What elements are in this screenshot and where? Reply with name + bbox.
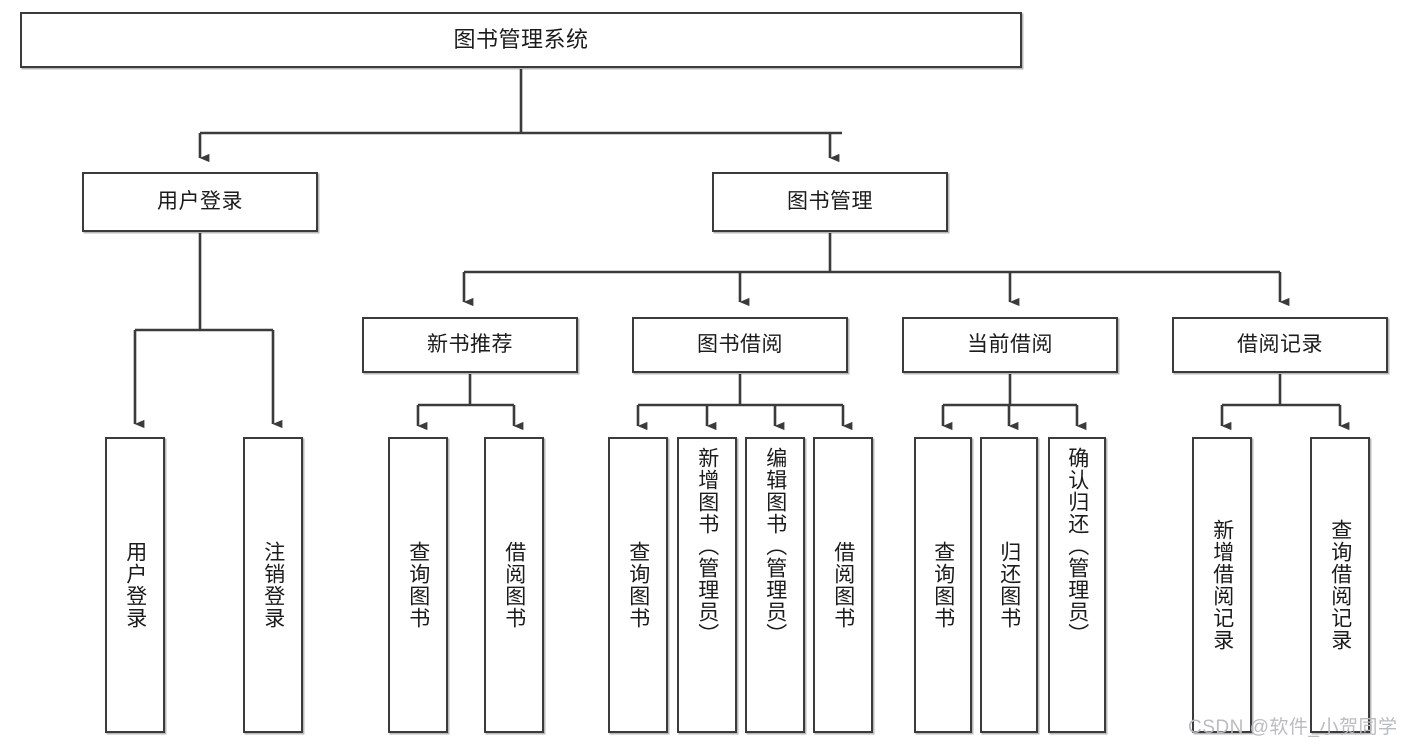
node-label: 用户登录 [157, 190, 243, 214]
leaf-add-borrow-record[interactable]: 新增借阅记录 [1192, 437, 1252, 733]
node-user-login[interactable]: 用户登录 [82, 172, 318, 232]
node-label: 编辑图书（管理员） [763, 447, 787, 645]
node-label: 借阅记录 [1237, 333, 1323, 357]
leaf-user-login[interactable]: 用户登录 [105, 437, 165, 733]
node-label: 注销登录 [261, 541, 285, 629]
node-label: 图书借阅 [697, 333, 783, 357]
node-new-book-recommend[interactable]: 新书推荐 [362, 317, 578, 373]
leaf-edit-book-admin[interactable]: 编辑图书（管理员） [745, 437, 805, 733]
node-label: 图书管理系统 [453, 26, 589, 52]
node-label: 新书推荐 [427, 333, 513, 357]
node-label: 查询借阅记录 [1328, 519, 1352, 651]
node-label: 查询图书 [626, 541, 650, 629]
node-current-borrow[interactable]: 当前借阅 [902, 317, 1118, 373]
node-label: 查询图书 [406, 541, 430, 629]
node-label: 确认归还（管理员） [1065, 447, 1089, 645]
node-label: 新增借阅记录 [1210, 519, 1234, 651]
leaf-add-book-admin[interactable]: 新增图书（管理员） [677, 437, 737, 733]
node-borrow-record[interactable]: 借阅记录 [1172, 317, 1388, 373]
leaf-confirm-return-admin[interactable]: 确认归还（管理员） [1048, 437, 1106, 733]
node-label: 借阅图书 [831, 541, 855, 629]
node-book-borrow[interactable]: 图书借阅 [632, 317, 848, 373]
node-label: 新增图书（管理员） [695, 447, 719, 645]
leaf-logout[interactable]: 注销登录 [243, 437, 303, 733]
leaf-query-book-recommend[interactable]: 查询图书 [388, 437, 448, 733]
node-book-management[interactable]: 图书管理 [712, 172, 948, 232]
leaf-borrow-book[interactable]: 借阅图书 [813, 437, 873, 733]
csdn-watermark: CSDN @软件_小贺同学 [1188, 717, 1398, 738]
node-label: 归还图书 [997, 541, 1021, 629]
leaf-query-book-borrow[interactable]: 查询图书 [608, 437, 668, 733]
leaf-borrow-book-recommend[interactable]: 借阅图书 [484, 437, 544, 733]
node-label: 用户登录 [123, 541, 147, 629]
node-label: 查询图书 [931, 541, 955, 629]
node-label: 图书管理 [787, 190, 873, 214]
node-root-book-management-system[interactable]: 图书管理系统 [20, 12, 1022, 68]
leaf-query-borrow-record[interactable]: 查询借阅记录 [1310, 437, 1370, 733]
node-label: 当前借阅 [967, 333, 1053, 357]
leaf-return-book[interactable]: 归还图书 [980, 437, 1038, 733]
leaf-query-book-current[interactable]: 查询图书 [914, 437, 972, 733]
node-label: 借阅图书 [502, 541, 526, 629]
